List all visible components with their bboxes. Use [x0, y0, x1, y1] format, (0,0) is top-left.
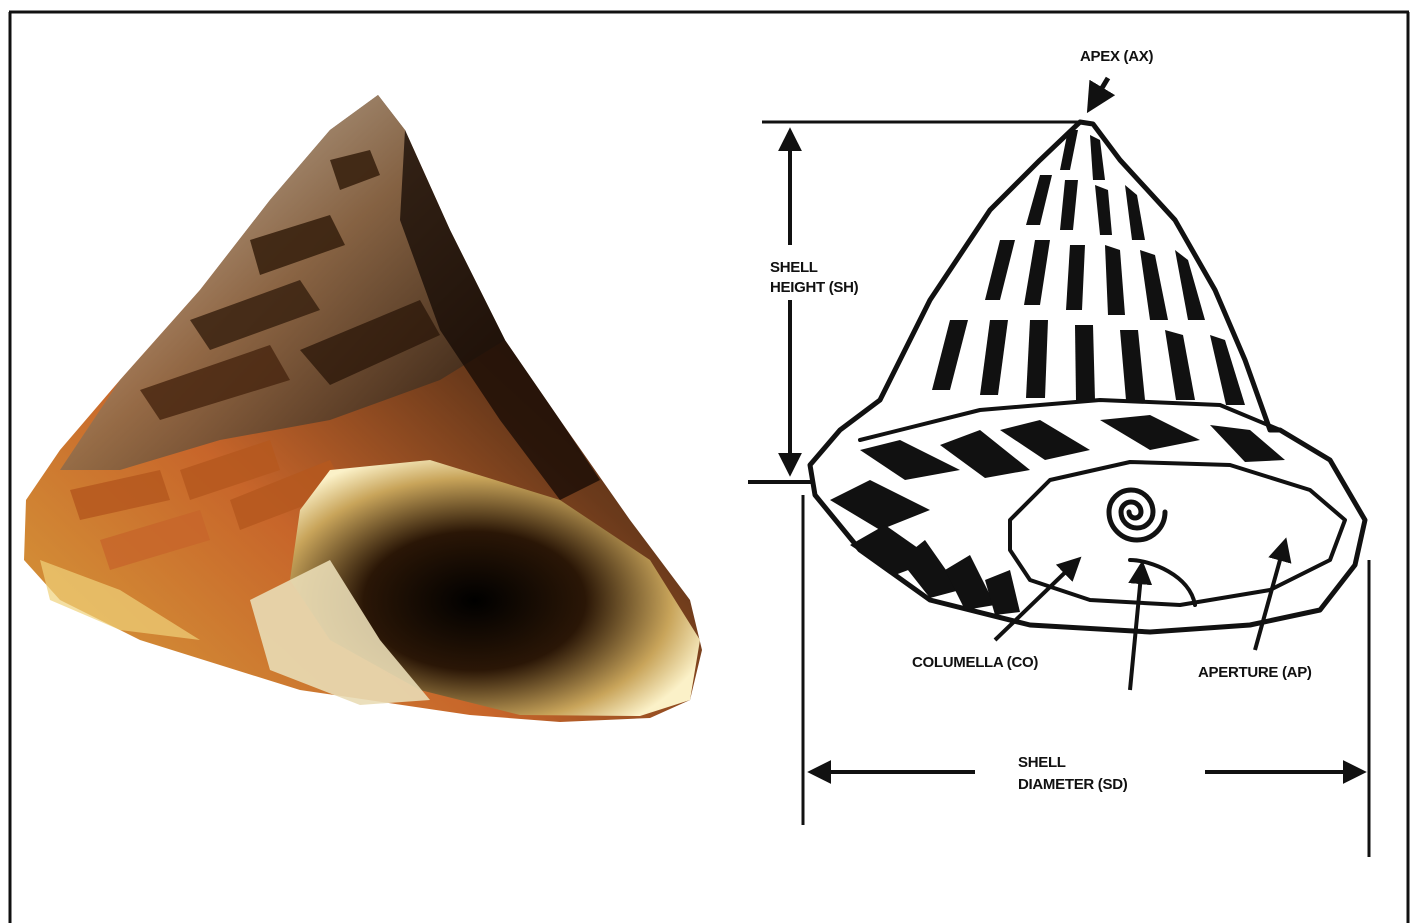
label-shell-height-2: HEIGHT (SH): [770, 279, 859, 296]
label-shell-height-1: SHELL: [770, 259, 818, 276]
label-shell-diameter-1: SHELL: [1018, 754, 1066, 771]
dimension-lines: [748, 78, 1369, 857]
label-aperture: APERTURE (AP): [1198, 664, 1312, 681]
label-shell-diameter-2: DIAMETER (SD): [1018, 776, 1128, 793]
shell-photo: [24, 95, 702, 722]
label-apex: APEX (AX): [1080, 48, 1153, 65]
label-columella: COLUMELLA (CO): [912, 654, 1038, 671]
